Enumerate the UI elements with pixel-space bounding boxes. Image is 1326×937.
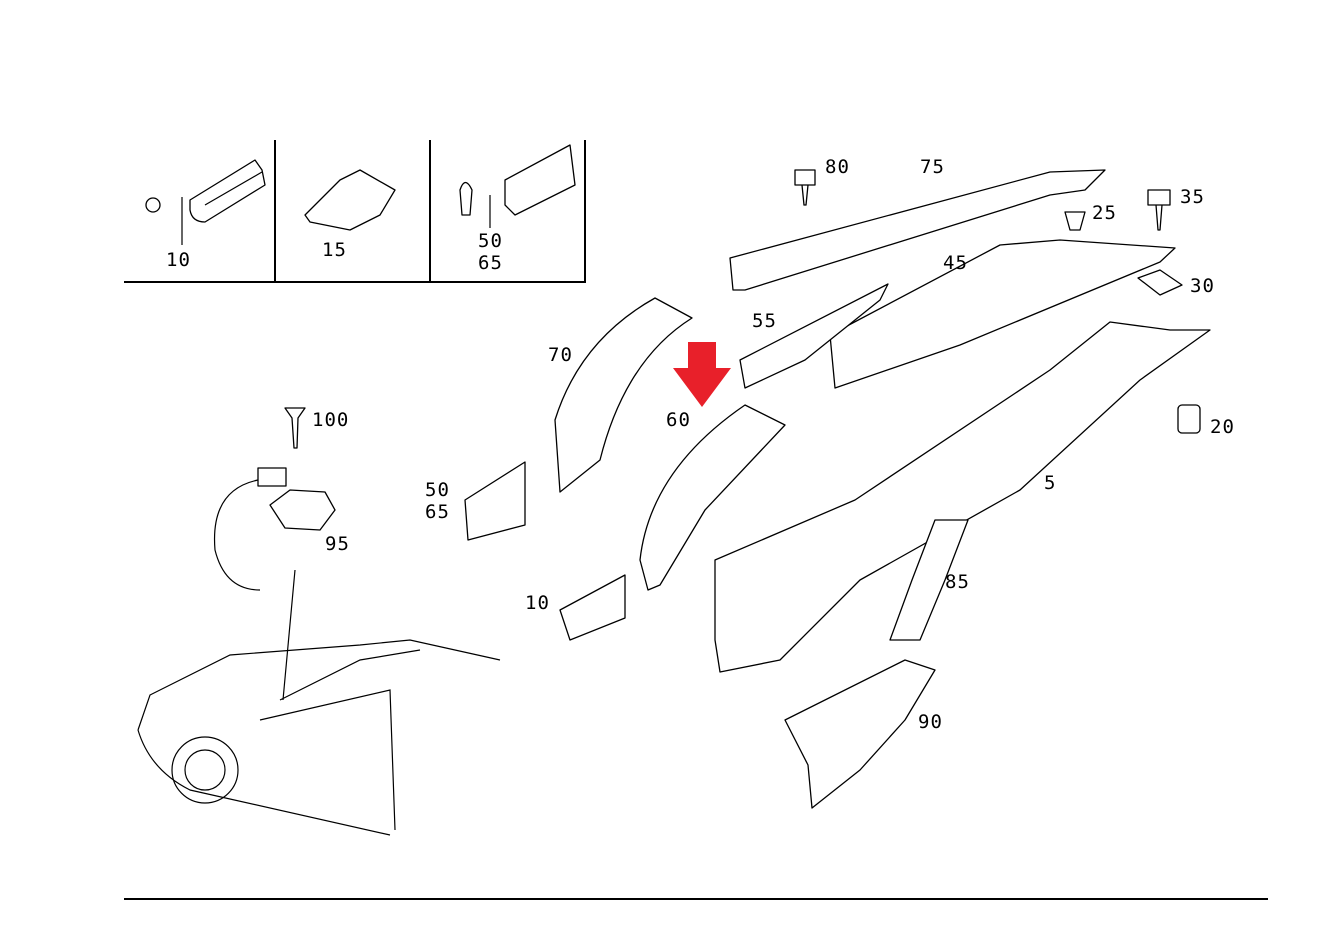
label-60: 60 bbox=[666, 409, 691, 431]
part-70-shape bbox=[554, 297, 693, 493]
label-10: 10 bbox=[525, 592, 550, 614]
part-10-strip bbox=[559, 574, 626, 641]
label-65: 65 bbox=[425, 501, 450, 523]
part-60-shape bbox=[639, 404, 786, 591]
label-95: 95 bbox=[325, 533, 350, 555]
part-85-shape bbox=[889, 519, 969, 641]
label-45: 45 bbox=[943, 252, 968, 274]
label-80: 80 bbox=[825, 156, 850, 178]
label-85: 85 bbox=[945, 571, 970, 593]
inset-label-10: 10 bbox=[166, 249, 191, 271]
part-95-actuator bbox=[269, 489, 336, 531]
inset-label-65: 65 bbox=[478, 252, 503, 274]
part-20-plug bbox=[1177, 404, 1201, 434]
inset-label-15: 15 bbox=[322, 239, 347, 261]
label-25: 25 bbox=[1092, 202, 1117, 224]
label-5: 5 bbox=[1044, 472, 1057, 494]
label-100: 100 bbox=[312, 409, 350, 431]
part-75-shape bbox=[729, 169, 1106, 291]
label-70: 70 bbox=[548, 344, 573, 366]
label-55: 55 bbox=[752, 310, 777, 332]
part-100-screw bbox=[284, 407, 306, 449]
part-50-strip bbox=[464, 461, 526, 541]
label-35: 35 bbox=[1180, 186, 1205, 208]
part-5-shape bbox=[714, 321, 1211, 673]
part-30-nut bbox=[1137, 269, 1183, 296]
part-90-shape bbox=[784, 659, 936, 809]
part-45-shape bbox=[829, 239, 1176, 389]
part-35-bolt bbox=[1147, 189, 1171, 231]
highlight-arrow-icon bbox=[673, 342, 731, 407]
part-55-shape bbox=[739, 283, 889, 389]
label-90: 90 bbox=[918, 711, 943, 733]
label-30: 30 bbox=[1190, 275, 1215, 297]
part-80-bolt bbox=[794, 169, 816, 206]
label-75: 75 bbox=[920, 156, 945, 178]
label-20: 20 bbox=[1210, 416, 1235, 438]
inset-label-50: 50 bbox=[478, 230, 503, 252]
label-50: 50 bbox=[425, 479, 450, 501]
part-25-clip bbox=[1064, 211, 1086, 231]
inset-panel bbox=[124, 140, 586, 283]
car-illustration bbox=[137, 639, 501, 836]
